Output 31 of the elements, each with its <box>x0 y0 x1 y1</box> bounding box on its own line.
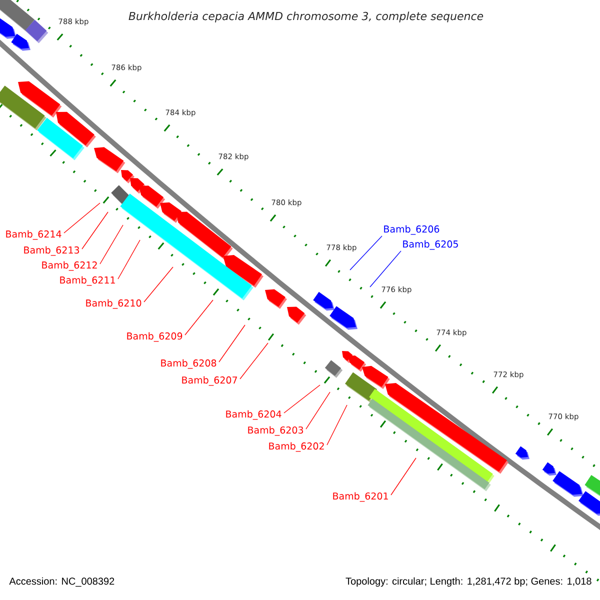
leader-line <box>218 324 246 362</box>
gene-label: Bamb_6202 <box>269 442 324 452</box>
leader-line <box>390 458 416 496</box>
leader-line <box>184 300 214 336</box>
leader-line <box>144 266 174 302</box>
gene-label: Bamb_6201 <box>333 492 388 502</box>
gene-label: Bamb_6211 <box>60 276 115 286</box>
leader-line <box>370 250 402 288</box>
leader-line <box>326 404 348 446</box>
leader-line <box>118 240 140 280</box>
gene-label: Bamb_6208 <box>161 359 216 369</box>
leader-line <box>100 224 124 264</box>
leader-line <box>306 392 330 430</box>
footer-text: Topology: circular; Length: 1,281,472 bp; Genes: 1,018 <box>346 577 592 587</box>
gene-label: Bamb_6203 <box>248 426 304 436</box>
gene-label: Bamb_6205 <box>403 240 458 250</box>
leader-line <box>350 236 382 270</box>
leader-line <box>64 202 100 234</box>
leader-line <box>82 212 108 250</box>
gene-label: Bamb_6204 <box>226 410 282 420</box>
footer-text: Accession: NC_008392 <box>9 577 114 587</box>
gene-label: Bamb_6210 <box>86 299 142 309</box>
gene-label: Bamb_6212 <box>42 261 97 271</box>
gene-label: Bamb_6207 <box>182 376 237 386</box>
gene-label: Bamb_6206 <box>384 225 440 235</box>
gene-label: Bamb_6213 <box>24 246 80 256</box>
gene-label: Bamb_6209 <box>127 332 182 342</box>
leader-line <box>284 384 320 414</box>
leader-line <box>240 342 268 380</box>
gene-label: Bamb_6214 <box>6 230 62 240</box>
title: Burkholderia cepacia AMMD chromosome 3, complete sequence <box>128 12 484 22</box>
